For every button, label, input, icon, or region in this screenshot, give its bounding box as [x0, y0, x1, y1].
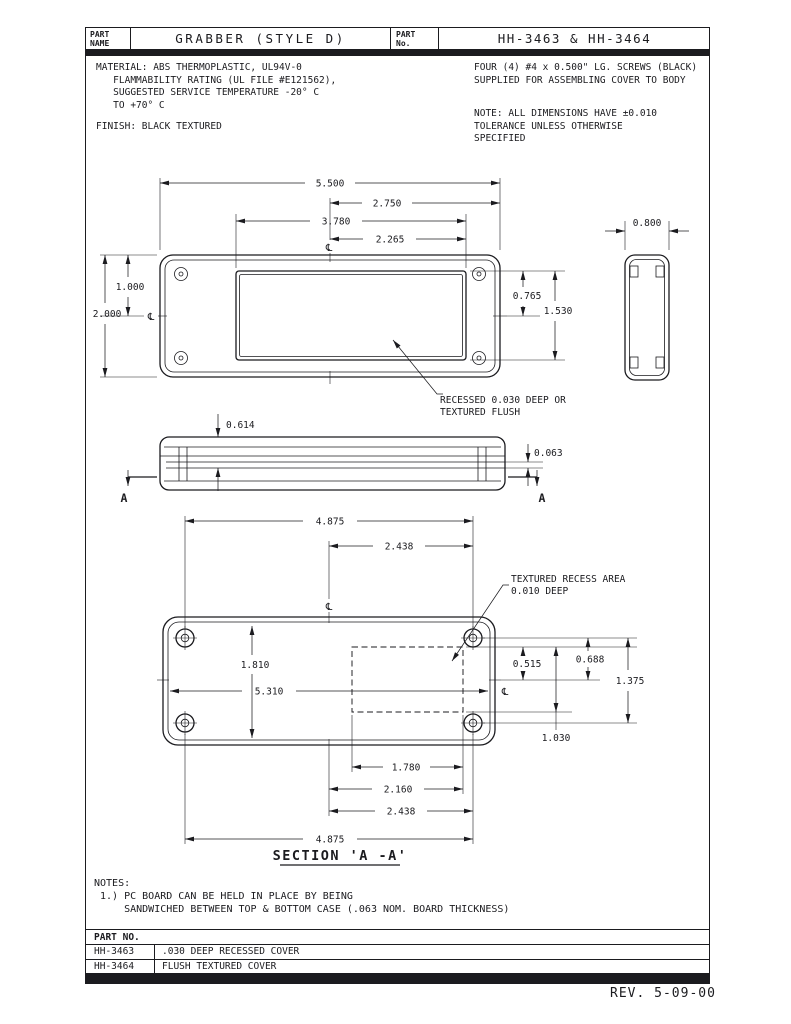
dim-hole-half-span: 2.438 — [329, 542, 473, 553]
table-row: HH-3463 .030 DEEP RECESSED COVER — [85, 945, 710, 960]
dim-recess-width: 3.780 — [236, 217, 466, 228]
dim-center-to-recess-right: 2.160 — [329, 785, 463, 796]
screw-boss — [173, 626, 485, 735]
svg-text:SECTION 'A -A': SECTION 'A -A' — [273, 848, 408, 864]
revision-label: REV. 5-09-00 — [610, 986, 716, 1001]
part-number: HH-3463 — [85, 945, 155, 959]
dim-inner-height: 1.810 — [241, 626, 270, 738]
finish-note: FINISH: BLACK TEXTURED — [96, 121, 222, 132]
section-marker-left: A — [121, 470, 157, 505]
centerline-icon: ℄ — [147, 312, 155, 323]
svg-text:5.310: 5.310 — [255, 687, 284, 698]
svg-text:0.515: 0.515 — [513, 659, 542, 670]
svg-text:0.765: 0.765 — [513, 291, 542, 302]
pc-board-note: NOTES: 1.) PC BOARD CAN BE HELD IN PLACE… — [94, 878, 510, 915]
svg-text:1.810: 1.810 — [241, 660, 270, 671]
svg-text:TEXTURED RECESS AREA: TEXTURED RECESS AREA — [511, 574, 626, 585]
svg-text:0.614: 0.614 — [226, 420, 255, 431]
svg-text:RECESSED 0.030 DEEP OR: RECESSED 0.030 DEEP OR — [440, 395, 566, 406]
part-no-label: PART No. — [391, 27, 439, 49]
dim-overall-width: 5.500 — [160, 179, 500, 190]
part-name-label: PART NAME — [85, 27, 131, 49]
svg-text:4.875: 4.875 — [316, 517, 345, 528]
svg-text:0.800: 0.800 — [633, 218, 662, 229]
dim-center-to-hole: 2.438 — [329, 807, 473, 818]
dim-center-to-edge: 2.750 — [330, 199, 500, 210]
svg-text:A: A — [539, 491, 546, 505]
dim-hole-span-top: 4.875 — [185, 517, 473, 528]
part-number: HH-3464 — [85, 959, 155, 973]
section-title: SECTION 'A -A' — [273, 848, 408, 866]
recess-callout: RECESSED 0.030 DEEP OR TEXTURED FLUSH — [392, 339, 566, 418]
svg-text:4.875: 4.875 — [316, 835, 345, 846]
bottom-bar — [85, 973, 710, 983]
end-view: 0.800 — [605, 218, 689, 381]
dim-inner-width: 5.310 — [170, 687, 488, 698]
svg-text:1.530: 1.530 — [544, 306, 573, 317]
dim-recess-height: 1.530 — [544, 271, 573, 360]
centerline-icon: ℄ — [325, 243, 333, 254]
svg-text:0.688: 0.688 — [576, 655, 605, 666]
dim-depth: 0.800 — [605, 218, 689, 234]
bottom-view: ℄ ℄ 4.875 2.438 — [157, 516, 645, 866]
top-view: ℄ ℄ 5.500 2.750 — [93, 178, 573, 418]
svg-text:2.160: 2.160 — [384, 785, 413, 796]
dim-hole-row-to-center: 0.688 — [576, 638, 605, 680]
dim-lip-height: 0.614 — [215, 414, 255, 491]
parts-table-header: PART NO. — [85, 930, 710, 945]
sheet-border — [85, 27, 710, 984]
svg-text:A: A — [121, 491, 128, 505]
part-description: FLUSH TEXTURED COVER — [162, 960, 277, 972]
section-marker-right: A — [508, 470, 546, 505]
screws-note: FOUR (4) #4 x 0.500" LG. SCREWS (BLACK) … — [474, 62, 698, 86]
textured-recess-area — [351, 646, 464, 713]
dim-recess-width: 1.780 — [352, 763, 463, 774]
svg-text:2.438: 2.438 — [387, 807, 416, 818]
part-description: .030 DEEP RECESSED COVER — [162, 946, 300, 957]
svg-text:0.063: 0.063 — [534, 448, 563, 459]
svg-text:2.438: 2.438 — [385, 542, 414, 553]
dim-recess-center-to-top: 0.765 — [513, 271, 542, 316]
textured-recess-callout: TEXTURED RECESS AREA 0.010 DEEP — [451, 574, 626, 662]
dim-overall-height: 2.000 — [93, 255, 122, 377]
centerline-icon: ℄ — [501, 687, 509, 698]
dim-board-thickness: 0.063 — [505, 444, 563, 486]
dim-center-to-top: 1.000 — [116, 255, 145, 316]
title-divider-bar — [85, 49, 710, 56]
dim-center-to-recess-edge: 2.265 — [330, 235, 466, 246]
svg-text:1.000: 1.000 — [116, 282, 145, 293]
part-no-value: HH-3463 & HH-3464 — [497, 30, 652, 46]
svg-text:2.750: 2.750 — [373, 199, 402, 210]
svg-text:1.375: 1.375 — [616, 676, 645, 687]
svg-text:0.010 DEEP: 0.010 DEEP — [511, 586, 568, 597]
svg-text:2.265: 2.265 — [376, 235, 405, 246]
dim-hole-span-bottom: 4.875 — [185, 835, 473, 846]
table-row: HH-3464 FLUSH TEXTURED COVER — [85, 959, 710, 974]
dim-recess-height: 1.030 — [542, 647, 571, 744]
centerline-icon: ℄ — [325, 602, 333, 613]
tolerance-note: NOTE: ALL DIMENSIONS HAVE ±0.010 TOLERAN… — [474, 108, 658, 144]
side-view: 0.614 0.063 A A — [121, 414, 563, 505]
dim-hole-row-span: 1.375 — [616, 638, 645, 723]
svg-text:2.000: 2.000 — [93, 309, 122, 320]
svg-text:TEXTURED FLUSH: TEXTURED FLUSH — [440, 407, 520, 418]
svg-text:5.500: 5.500 — [316, 179, 345, 190]
material-note: MATERIAL: ABS THERMOPLASTIC, UL94V-0 FLA… — [96, 62, 337, 111]
svg-text:1.030: 1.030 — [542, 733, 571, 744]
title-block: PART NAME GRABBER (STYLE D) PART No. HH-… — [85, 27, 710, 49]
svg-text:1.780: 1.780 — [392, 763, 421, 774]
part-name-value: GRABBER (STYLE D) — [131, 27, 391, 49]
dim-recess-top-to-center: 0.515 — [513, 647, 542, 680]
screw-hole — [174, 267, 486, 365]
parts-table: PART NO. HH-3463 .030 DEEP RECESSED COVE… — [85, 929, 710, 974]
svg-text:3.780: 3.780 — [322, 217, 351, 228]
